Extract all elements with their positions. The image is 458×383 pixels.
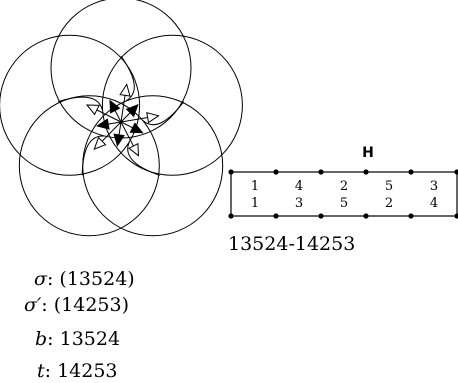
sigma-line: σ: (13524) bbox=[34, 268, 135, 290]
center-arrow-star bbox=[85, 83, 160, 157]
top-vertex-6 bbox=[454, 169, 458, 175]
sigma-prime-value: : (14253) bbox=[41, 294, 129, 316]
inner-strand-4 bbox=[81, 135, 105, 176]
filled-arrowhead-6 bbox=[113, 133, 125, 147]
top-vertex-4 bbox=[363, 169, 369, 175]
t-label: t bbox=[37, 360, 45, 382]
bottom-vertex-4 bbox=[363, 213, 369, 219]
band-vertices bbox=[228, 169, 458, 219]
top-vertex-5 bbox=[408, 169, 414, 175]
top-row-cell-5: 3 bbox=[430, 179, 438, 194]
band-outline bbox=[230, 171, 458, 217]
bottom-row-cell-2: 3 bbox=[295, 196, 303, 211]
sigma-prime-label: σ′ bbox=[24, 294, 42, 316]
open-arrowhead-9 bbox=[85, 104, 100, 116]
sigma-value: : (13524) bbox=[47, 268, 135, 290]
open-arrowhead-5 bbox=[128, 142, 140, 157]
top-vertex-1 bbox=[228, 169, 234, 175]
top-row-cell-1: 1 bbox=[251, 179, 259, 194]
b-value: : 13524 bbox=[47, 328, 120, 350]
top-row-cell-4: 5 bbox=[385, 179, 393, 194]
bottom-row-cell-4: 2 bbox=[385, 196, 393, 211]
bottom-vertex-3 bbox=[318, 213, 324, 219]
top-row-cell-3: 2 bbox=[340, 179, 348, 194]
bottom-vertex-1 bbox=[228, 213, 234, 219]
top-row-cell-2: 4 bbox=[295, 179, 303, 194]
bottom-row-cell-3: 5 bbox=[340, 196, 348, 211]
b-label: b bbox=[35, 328, 47, 350]
inner-strand-1 bbox=[120, 55, 135, 102]
bottom-row-cell-5: 4 bbox=[430, 196, 438, 211]
open-arrowhead-7 bbox=[93, 136, 107, 150]
filled-arrowhead-4 bbox=[129, 122, 144, 134]
open-arrowhead-3 bbox=[146, 112, 160, 124]
open-arrowhead-1 bbox=[119, 83, 131, 97]
top-vertex-3 bbox=[318, 169, 324, 175]
t-line: t: 14253 bbox=[37, 360, 118, 382]
loop-5 bbox=[0, 34, 141, 176]
bottom-vertex-6 bbox=[454, 213, 458, 219]
permutation-info: σ: (13524) σ′: (14253) b: 13524 t: 14253 bbox=[24, 268, 135, 382]
bottom-row-cell-1: 1 bbox=[251, 196, 259, 211]
b-line: b: 13524 bbox=[35, 328, 120, 350]
top-vertex-2 bbox=[273, 169, 279, 175]
sigma-label: σ bbox=[34, 268, 48, 290]
t-value: : 14253 bbox=[45, 360, 118, 382]
filled-arrowhead-10 bbox=[109, 99, 121, 114]
loop-2 bbox=[101, 34, 243, 176]
band-title: H bbox=[362, 145, 374, 161]
filled-arrowhead-8 bbox=[96, 118, 110, 130]
sigma-prime-line: σ′: (14253) bbox=[24, 294, 129, 316]
loop-4 bbox=[18, 95, 160, 237]
permutation-band: 1 4 2 5 3 1 3 5 2 4 bbox=[228, 169, 458, 219]
inner-strand-3 bbox=[127, 142, 160, 176]
inner-strand-5 bbox=[58, 96, 103, 111]
band-caption: 13524-14253 bbox=[228, 233, 355, 255]
filled-arrowhead-2 bbox=[125, 104, 139, 118]
bottom-vertex-2 bbox=[273, 213, 279, 219]
inner-strand-2 bbox=[142, 101, 185, 126]
bottom-vertex-5 bbox=[408, 213, 414, 219]
